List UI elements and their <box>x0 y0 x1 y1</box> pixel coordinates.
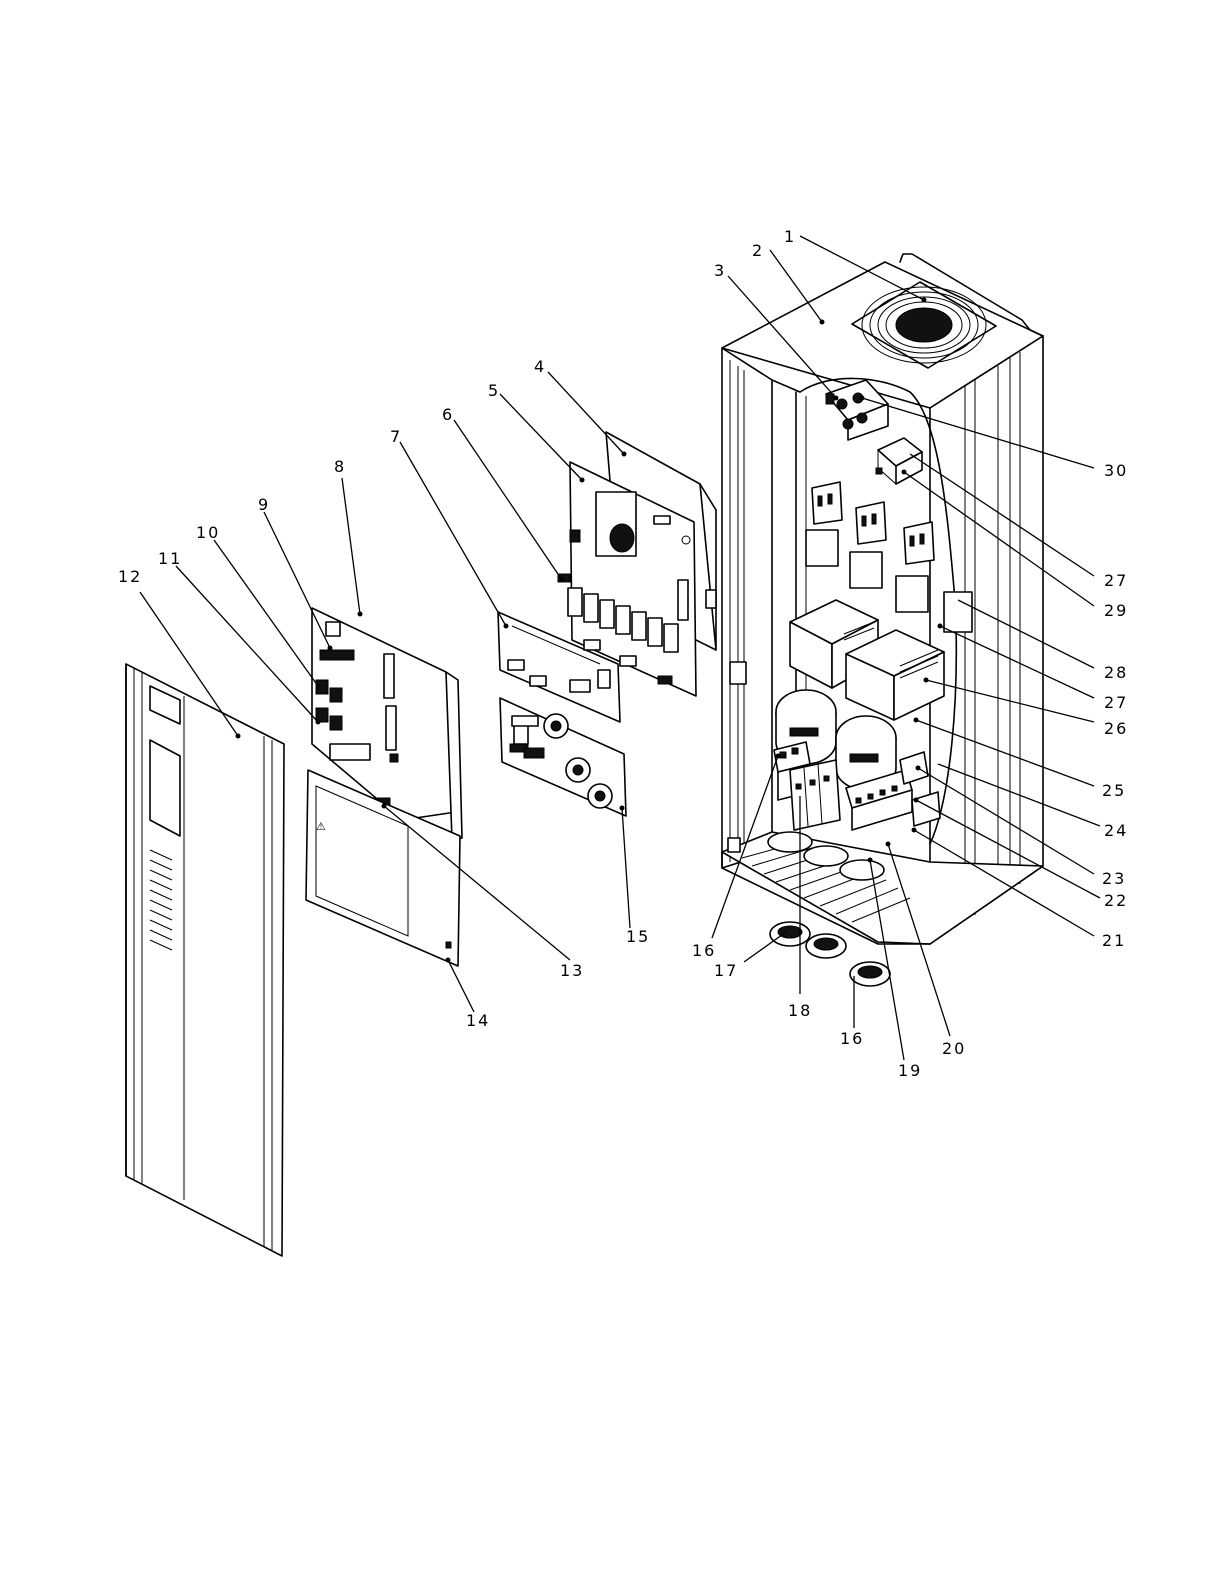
callout-11: 11 <box>158 549 182 568</box>
callout-25: 25 <box>1102 781 1126 800</box>
callout-5: 5 <box>488 381 500 400</box>
callout-28: 28 <box>1104 663 1128 682</box>
callout-26: 26 <box>1104 719 1128 738</box>
callout-29: 29 <box>1104 601 1128 620</box>
callout-17: 17 <box>714 961 738 980</box>
callout-23: 23 <box>1102 869 1126 888</box>
cabinet-enclosure <box>722 254 1043 944</box>
front-door-panel <box>126 664 284 1256</box>
callout-3: 3 <box>714 261 726 280</box>
callout-21: 21 <box>1102 931 1126 950</box>
callout-18: 18 <box>788 1001 812 1020</box>
svg-text:⚠: ⚠ <box>316 820 326 833</box>
callout-16-upper: 16 <box>692 941 716 960</box>
callout-30: 30 <box>1104 461 1128 480</box>
callout-12: 12 <box>118 567 142 586</box>
callout-19: 19 <box>898 1061 922 1080</box>
callout-7: 7 <box>390 427 402 446</box>
relay-module <box>876 438 922 484</box>
callout-22: 22 <box>1104 891 1128 910</box>
callout-27-upper: 27 <box>1104 571 1128 590</box>
callout-13: 13 <box>560 961 584 980</box>
callout-20: 20 <box>942 1039 966 1058</box>
callout-6: 6 <box>442 405 454 424</box>
callout-14: 14 <box>466 1011 490 1030</box>
callout-2: 2 <box>752 241 764 260</box>
callout-9: 9 <box>258 495 270 514</box>
callout-8: 8 <box>334 457 346 476</box>
callout-27-lower: 27 <box>1104 693 1128 712</box>
callout-24: 24 <box>1104 821 1128 840</box>
callout-15: 15 <box>626 927 650 946</box>
callout-16-lower: 16 <box>840 1029 864 1048</box>
callout-1: 1 <box>784 227 796 246</box>
callout-10: 10 <box>196 523 220 542</box>
callout-4: 4 <box>534 357 546 376</box>
